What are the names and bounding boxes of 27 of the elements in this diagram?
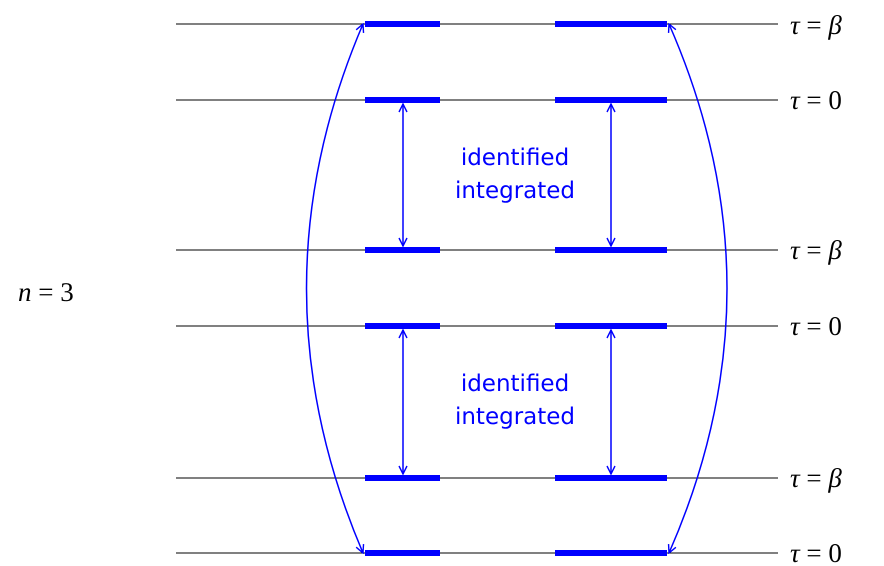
math-label: τ = 0 — [790, 313, 842, 340]
annotation-text: identified integrated — [454, 370, 576, 432]
bar-segment — [555, 21, 667, 27]
double-arrow — [398, 103, 408, 247]
math-label: τ = 0 — [790, 540, 842, 566]
bar-segment — [555, 475, 667, 481]
bar-segment — [365, 97, 440, 103]
double-arrow — [668, 23, 728, 554]
math-label: τ = β — [790, 237, 842, 264]
double-arrow — [606, 329, 616, 475]
bar-segment — [555, 97, 667, 103]
bar-segment — [555, 247, 667, 253]
double-arrow — [398, 329, 408, 475]
math-label: n = 3 — [18, 279, 74, 306]
math-label: τ = β — [790, 12, 842, 39]
bar-segment — [365, 247, 440, 253]
double-arrow — [306, 23, 364, 554]
math-label: τ = 0 — [790, 87, 842, 114]
bar-segment — [365, 323, 440, 329]
bar-segment — [555, 323, 667, 329]
bar-segment — [365, 550, 440, 556]
bar-segment — [365, 21, 440, 27]
annotation-text: identified integrated — [454, 144, 576, 206]
bar-segment — [555, 550, 667, 556]
math-label: τ = β — [790, 465, 842, 492]
double-arrow — [606, 103, 616, 247]
bar-segment — [365, 475, 440, 481]
